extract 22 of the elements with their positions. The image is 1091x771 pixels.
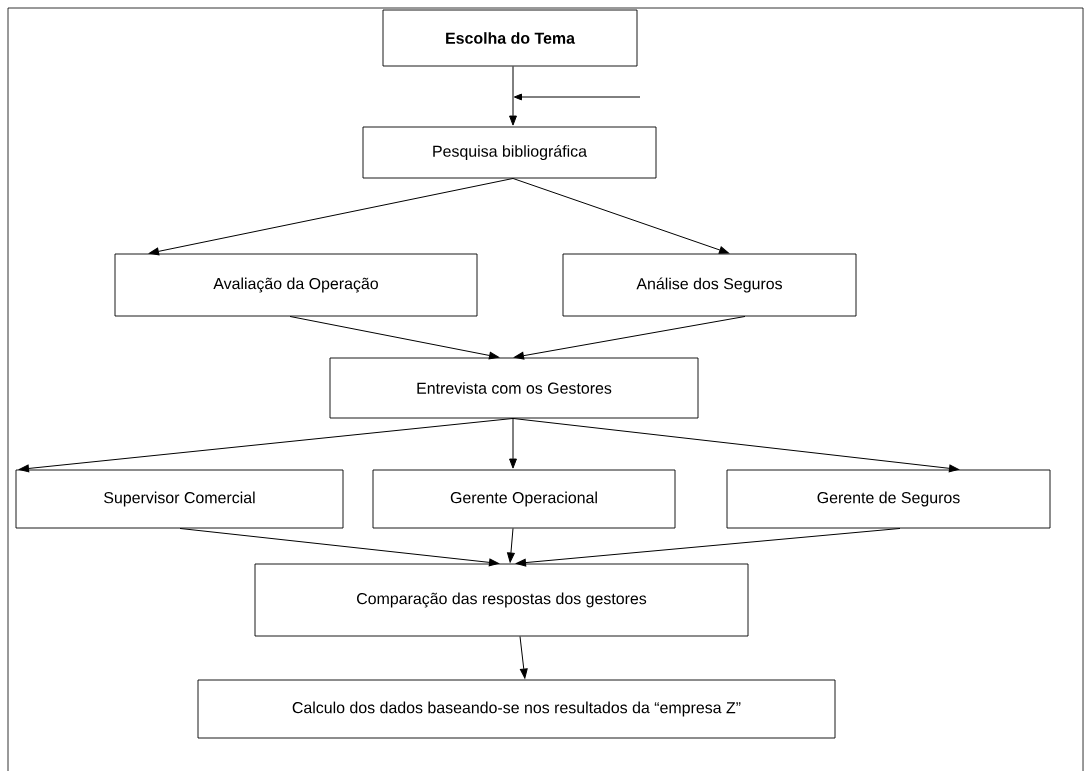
process-box: Avaliação da Operação [114,253,478,317]
arrow [289,315,500,360]
arrow [512,177,730,254]
process-box: Calculo dos dados baseando-se nos resultados da “empresa Z” [197,679,836,739]
process-box: Gerente de Seguros [726,469,1051,529]
arrow [515,527,901,567]
process-box: Escolha do Tema [382,9,638,67]
arrow [18,417,514,473]
process-box: Análise dos Seguros [562,253,857,317]
process-box: Gerente Operacional [372,469,676,529]
arrow [509,65,517,126]
process-box: Pesquisa bibliográfica [362,126,657,179]
arrow [148,177,514,256]
process-box: Entrevista com os Gestores [329,357,699,419]
arrow [179,527,500,567]
arrow [507,527,515,563]
arrow [519,635,528,679]
arrow [512,417,960,473]
arrow [509,417,517,469]
process-box: Comparação das respostas dos gestores [254,563,749,637]
arrow [513,315,746,360]
process-box: Supervisor Comercial [15,469,344,529]
